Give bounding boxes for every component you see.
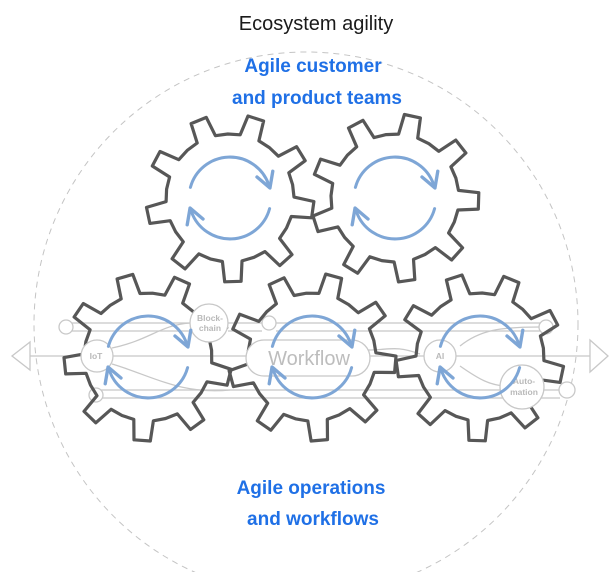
top-heading-line2: and product teams bbox=[232, 88, 402, 109]
ecosystem-boundary bbox=[33, 51, 579, 572]
blockchain-label-line2: chain bbox=[199, 323, 221, 333]
automation-label-line1: Auto- bbox=[513, 376, 535, 386]
gear-bottom-left-cycle-arrow-upper bbox=[106, 314, 193, 349]
gear-top-right-cycle-arrow-upper bbox=[353, 155, 440, 190]
gear-top-right bbox=[311, 112, 481, 284]
gear-top-right-cycle-arrow-lower bbox=[350, 206, 437, 241]
right-arrow-tip bbox=[589, 338, 609, 374]
diagram-title: Ecosystem agility bbox=[239, 13, 394, 35]
gear-top-left bbox=[144, 114, 316, 284]
bottom-heading-line2: and workflows bbox=[247, 509, 379, 530]
gear-bottom-left bbox=[62, 272, 233, 443]
ai-label: AI bbox=[436, 351, 445, 361]
blockchain-label-line1: Block- bbox=[197, 313, 223, 323]
automation-label-line2: mation bbox=[510, 387, 538, 397]
gear-bottom-middle bbox=[227, 272, 398, 443]
gear-bottom-right-cycle-arrow-lower bbox=[435, 365, 522, 400]
gear-top-left-cycle-arrow-upper bbox=[188, 155, 275, 190]
automation-node bbox=[499, 364, 545, 410]
top-heading-line1: Agile customer bbox=[244, 56, 382, 77]
gear-top-left-cycle-arrow-lower bbox=[185, 206, 272, 241]
gears-layer bbox=[62, 112, 566, 443]
gear-bottom-right bbox=[394, 273, 566, 443]
gear-bottom-middle-cycle-arrow-upper bbox=[270, 314, 357, 349]
gear-bottom-right-cycle-arrow-upper bbox=[438, 314, 525, 349]
gear-bottom-left-cycle-arrow-lower bbox=[103, 365, 190, 400]
cycle-arrows-layer bbox=[103, 155, 525, 400]
gear-bottom-middle-cycle-arrow-lower bbox=[267, 365, 354, 400]
blockchain-node bbox=[189, 303, 229, 343]
left-arrow-tip bbox=[10, 340, 31, 372]
iot-node bbox=[80, 339, 114, 373]
iot-label: IoT bbox=[90, 351, 104, 361]
workflow-label: Workflow bbox=[268, 348, 350, 370]
bottom-heading-line1: Agile operations bbox=[237, 478, 386, 499]
